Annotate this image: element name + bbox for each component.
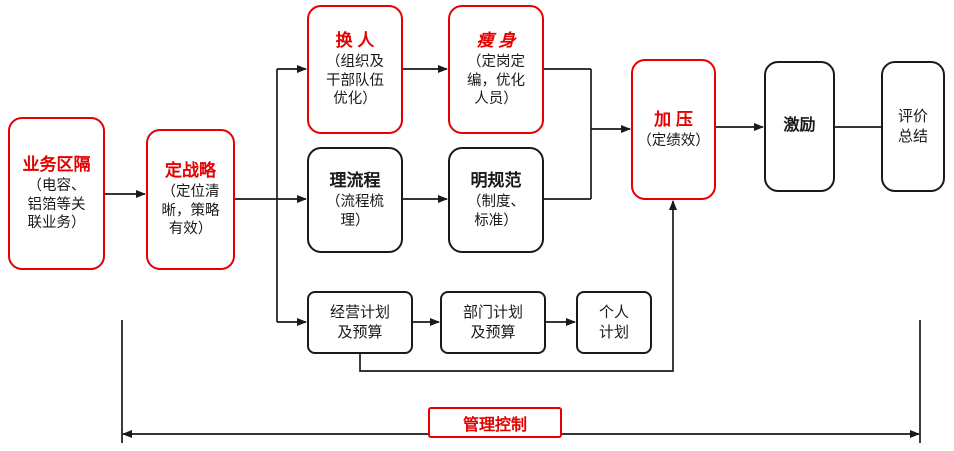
node-title: 理流程 (329, 170, 381, 190)
node-set-strategy: 定战略 （定位清 晰，策略 有效） (146, 129, 235, 270)
node-business-plan-budget: 经营计划 及预算 (307, 291, 413, 354)
node-title: 换 人 (335, 31, 375, 51)
node-apply-pressure: 加 压 （定绩效） (631, 59, 716, 200)
node-slim-down: 瘦 身 （定岗定 编，优化 人员） (448, 5, 544, 134)
node-subtitle: （定绩效） (637, 132, 710, 149)
node-business-segment: 业务区隔 （电容、 铝箔等关 联业务） (8, 117, 105, 270)
node-evaluation-summary: 评价 总结 (881, 61, 945, 192)
node-label: 部门计划 及预算 (462, 304, 523, 341)
node-title: 定战略 (165, 161, 216, 181)
node-label: 激励 (783, 117, 816, 135)
node-replace-people: 换 人 （组织及 干部队伍 优化） (307, 5, 403, 134)
node-clarify-standards: 明规范 （制度、 标准） (448, 147, 544, 253)
node-label: 评价 总结 (897, 108, 928, 145)
node-subtitle: （定位清 晰，策略 有效） (161, 184, 220, 238)
node-label: 经营计划 及预算 (329, 304, 390, 341)
node-department-plan-budget: 部门计划 及预算 (440, 291, 546, 354)
node-streamline-process: 理流程 （流程梳 理） (307, 147, 403, 253)
node-title: 瘦 身 (476, 31, 516, 51)
node-subtitle: （组织及 干部队伍 优化） (326, 54, 384, 108)
node-subtitle: （制度、 标准） (467, 194, 525, 229)
node-subtitle: （电容、 铝箔等关 联业务） (27, 178, 86, 232)
node-label: 管理控制 (462, 416, 527, 434)
node-management-control: 管理控制 (428, 407, 562, 438)
node-subtitle: （定岗定 编，优化 人员） (467, 54, 525, 108)
node-personal-plan: 个人 计划 (576, 291, 652, 354)
node-title: 加 压 (654, 109, 693, 129)
node-subtitle: （流程梳 理） (326, 194, 384, 229)
node-title: 明规范 (470, 170, 522, 190)
node-incentive: 激励 (764, 61, 835, 192)
node-label: 个人 计划 (598, 304, 629, 341)
node-title: 业务区隔 (22, 155, 91, 175)
